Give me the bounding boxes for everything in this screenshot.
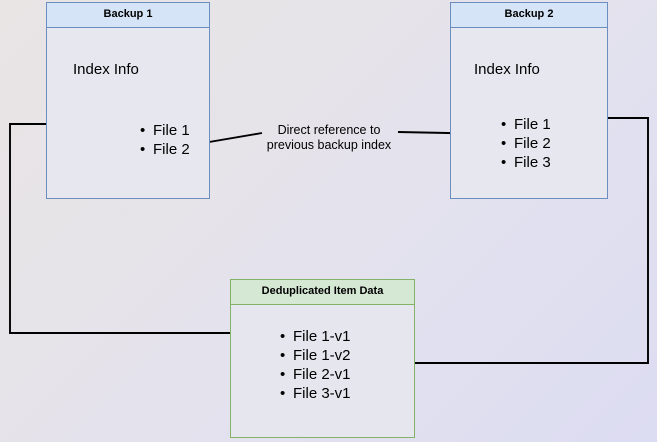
- list-item: File 3-v1: [280, 384, 350, 403]
- box-deduplicated-item-data-title: Deduplicated Item Data: [231, 280, 414, 305]
- box-backup-1-file-list: File 1 File 2: [137, 121, 190, 159]
- box-backup-2-body: Index Info File 1 File 2 File 3: [451, 28, 607, 201]
- box-backup-1-subtitle: Index Info: [73, 60, 139, 78]
- box-backup-2-title: Backup 2: [451, 3, 607, 28]
- box-backup-2[interactable]: Backup 2 Index Info File 1 File 2 File 3: [450, 2, 608, 199]
- list-item: File 1: [140, 121, 190, 140]
- box-deduplicated-item-data[interactable]: Deduplicated Item Data File 1-v1 File 1-…: [230, 279, 415, 438]
- box-deduplicated-item-data-body: File 1-v1 File 1-v2 File 2-v1 File 3-v1: [231, 305, 414, 440]
- box-backup-2-file-list: File 1 File 2 File 3: [498, 115, 551, 172]
- list-item: File 1-v1: [280, 327, 350, 346]
- box-backup-1-body: Index Info File 1 File 2: [47, 28, 209, 201]
- caption-direct-reference: Direct reference to previous backup inde…: [266, 123, 392, 152]
- list-item: File 2-v1: [280, 365, 350, 384]
- list-item: File 1-v2: [280, 346, 350, 365]
- list-item: File 1: [501, 115, 551, 134]
- box-backup-2-subtitle: Index Info: [474, 60, 540, 78]
- box-backup-1-title: Backup 1: [47, 3, 209, 28]
- box-deduplicated-file-list: File 1-v1 File 1-v2 File 2-v1 File 3-v1: [277, 327, 350, 403]
- list-item: File 2: [501, 134, 551, 153]
- box-backup-1[interactable]: Backup 1 Index Info File 1 File 2: [46, 2, 210, 199]
- list-item: File 3: [501, 153, 551, 172]
- list-item: File 2: [140, 140, 190, 159]
